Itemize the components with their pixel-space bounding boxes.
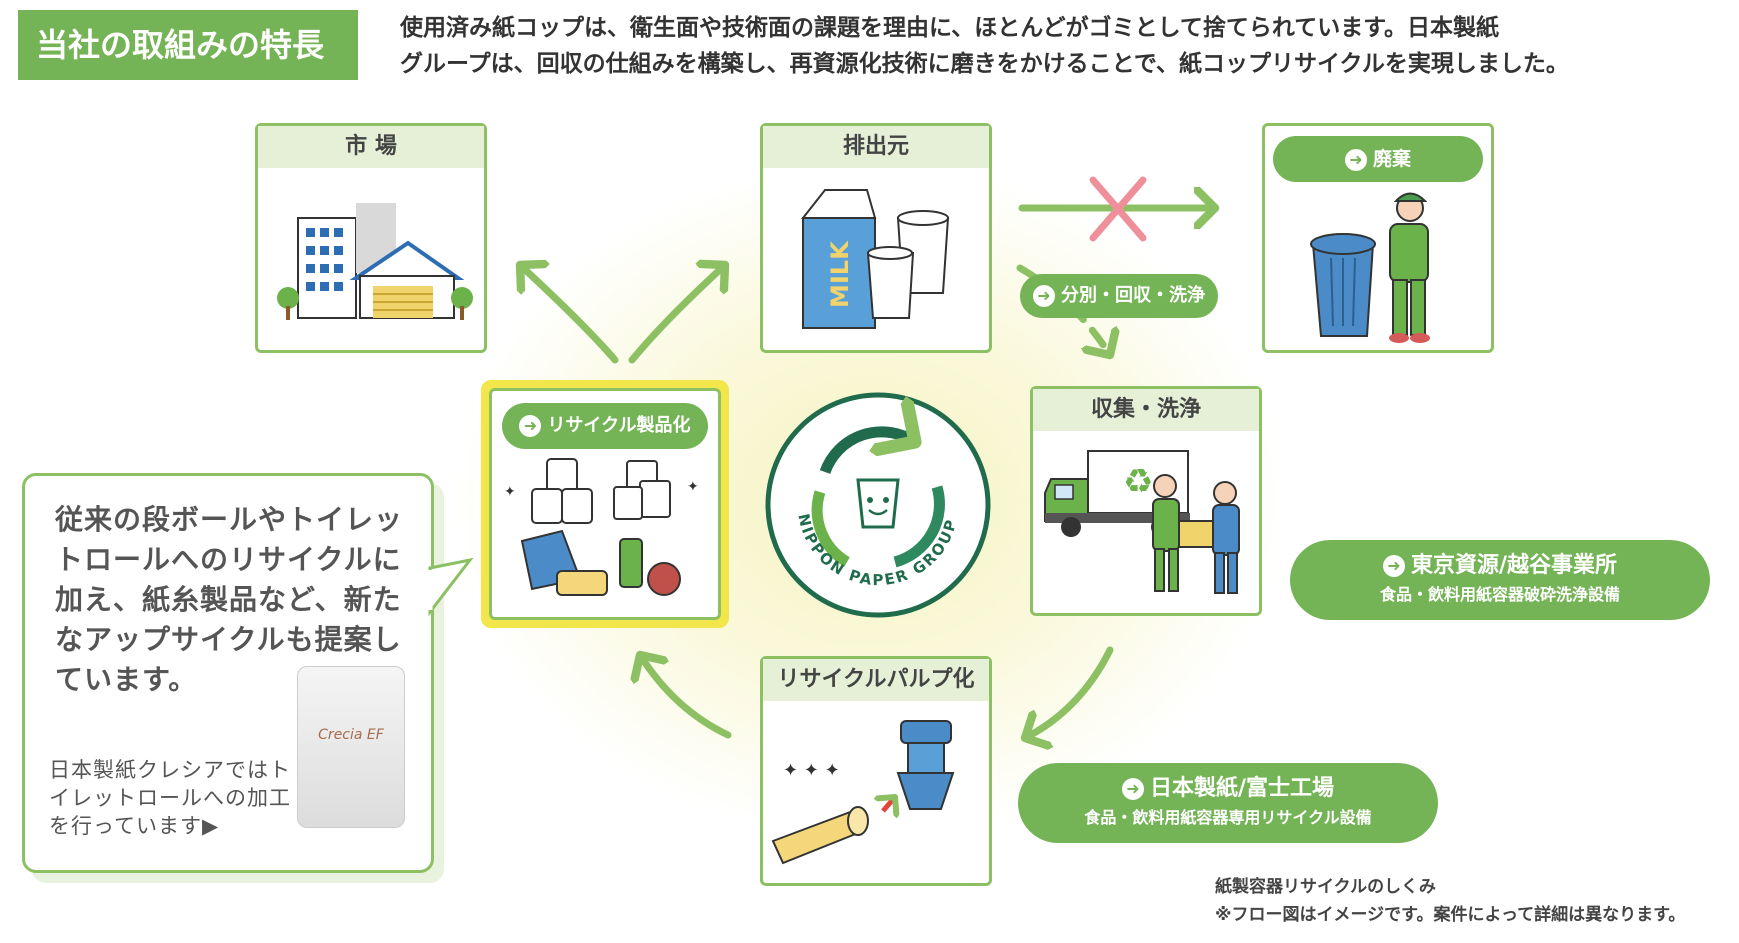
recycle-product-box: ➜リサイクル製品化 ✦ ✦ xyxy=(489,388,721,620)
svg-text:✦ ✦ ✦: ✦ ✦ ✦ xyxy=(783,760,840,781)
arrow-product-to-source xyxy=(628,265,725,364)
callout-sub-link[interactable]: 日本製紙クレシアではトイレットロールへの加工を行っています▶ xyxy=(49,758,291,838)
nippon-paper-logo: NIPPON PAPER GROUP xyxy=(765,392,991,618)
tokyo-facility-desc: 食品・飲料用紙容器破砕洗浄設備 xyxy=(1379,585,1620,604)
sort-collect-wash-pill: ➜ 分別・回収・洗浄 xyxy=(1020,274,1218,318)
pulp-machine-icon: ✦ ✦ ✦ xyxy=(771,720,955,865)
product-label: Crecia EF xyxy=(318,727,384,743)
header-tag: 当社の取組みの特長 xyxy=(18,10,358,80)
collect-wash-title: 収集・洗浄 xyxy=(1033,389,1259,431)
svg-text:♻: ♻ xyxy=(1123,462,1153,502)
market-title: 市 場 xyxy=(258,126,484,168)
intro-line-2: グループは、回収の仕組みを構築し、再資源化技術に磨きをかけることで、紙コップリサ… xyxy=(400,51,1569,77)
fuji-facility-name: 日本製紙/富士工場 xyxy=(1149,776,1335,801)
tokyo-facility-pill: ➜東京資源/越谷事業所 食品・飲料用紙容器破砕洗浄設備 xyxy=(1290,540,1710,620)
disposal-pill: ➜廃棄 xyxy=(1273,136,1483,182)
svg-text:✦: ✦ xyxy=(504,484,516,500)
caption-note: ※フロー図はイメージです。案件によって詳細は異なります。 xyxy=(1215,905,1686,925)
tokyo-facility-name: 東京資源/越谷事業所 xyxy=(1410,553,1618,578)
intro-line-1: 使用済み紙コップは、衛生面や技術面の課題を理由に、ほとんどがゴミとして捨てられて… xyxy=(400,15,1499,41)
cross-icon xyxy=(1089,176,1147,242)
callout-pointer xyxy=(427,557,474,617)
market-buildings-icon xyxy=(277,203,473,320)
svg-text:✦: ✦ xyxy=(687,479,699,495)
callout-main-text: 従来の段ボールやトイレットロールへのリサイクルに加え、紙糸製品など、新たなアップ… xyxy=(55,503,404,696)
arrow-right-icon: ➜ xyxy=(519,415,542,437)
recycle-pulp-title: リサイクルパルプ化 xyxy=(763,659,989,701)
recycle-product-label: リサイクル製品化 xyxy=(547,415,691,436)
caption-title: 紙製容器リサイクルのしくみ xyxy=(1215,877,1436,897)
recycle-pulp-box: リサイクルパルプ化 ✦ ✦ ✦ xyxy=(760,656,992,886)
fuji-facility-pill: ➜日本製紙/富士工場 食品・飲料用紙容器専用リサイクル設備 xyxy=(1018,763,1438,843)
intro-text: 使用済み紙コップは、衛生面や技術面の課題を理由に、ほとんどがゴミとして捨てられて… xyxy=(400,10,1730,82)
callout-panel: 従来の段ボールやトイレットロールへのリサイクルに加え、紙糸製品など、新たなアップ… xyxy=(22,473,434,873)
source-box: 排出元 MILK xyxy=(760,123,992,353)
arrow-pulp-to-product xyxy=(640,655,732,739)
recycle-product-pill: ➜リサイクル製品化 xyxy=(502,403,708,449)
arrow-right-icon: ➜ xyxy=(1121,778,1144,800)
arrow-collect-to-pulp xyxy=(1025,646,1114,738)
toilet-roll-package-image[interactable]: Crecia EF xyxy=(297,666,405,828)
worker-trash-can-icon xyxy=(1310,192,1430,343)
arrow-product-to-market xyxy=(520,265,619,364)
milk-label: MILK xyxy=(826,240,854,308)
fuji-facility-desc: 食品・飲料用紙容器専用リサイクル設備 xyxy=(1084,808,1372,827)
arrow-right-icon: ➜ xyxy=(1344,148,1367,171)
sort-collect-wash-label: 分別・回収・洗浄 xyxy=(1061,285,1205,306)
arrow-right-icon: ➜ xyxy=(1033,285,1055,307)
market-box: 市 場 xyxy=(255,123,487,353)
recycled-products-icon: ✦ ✦ xyxy=(504,458,699,596)
disposal-box: ➜廃棄 xyxy=(1262,123,1494,353)
truck-workers-icon: ♻ xyxy=(1044,450,1240,594)
collect-wash-box: 収集・洗浄 ♻ xyxy=(1030,386,1262,616)
source-title: 排出元 xyxy=(763,126,989,168)
arrow-right-icon: ➜ xyxy=(1382,555,1405,577)
milk-carton-cups-icon: MILK xyxy=(800,189,950,329)
disposal-label: 廃棄 xyxy=(1372,148,1411,170)
